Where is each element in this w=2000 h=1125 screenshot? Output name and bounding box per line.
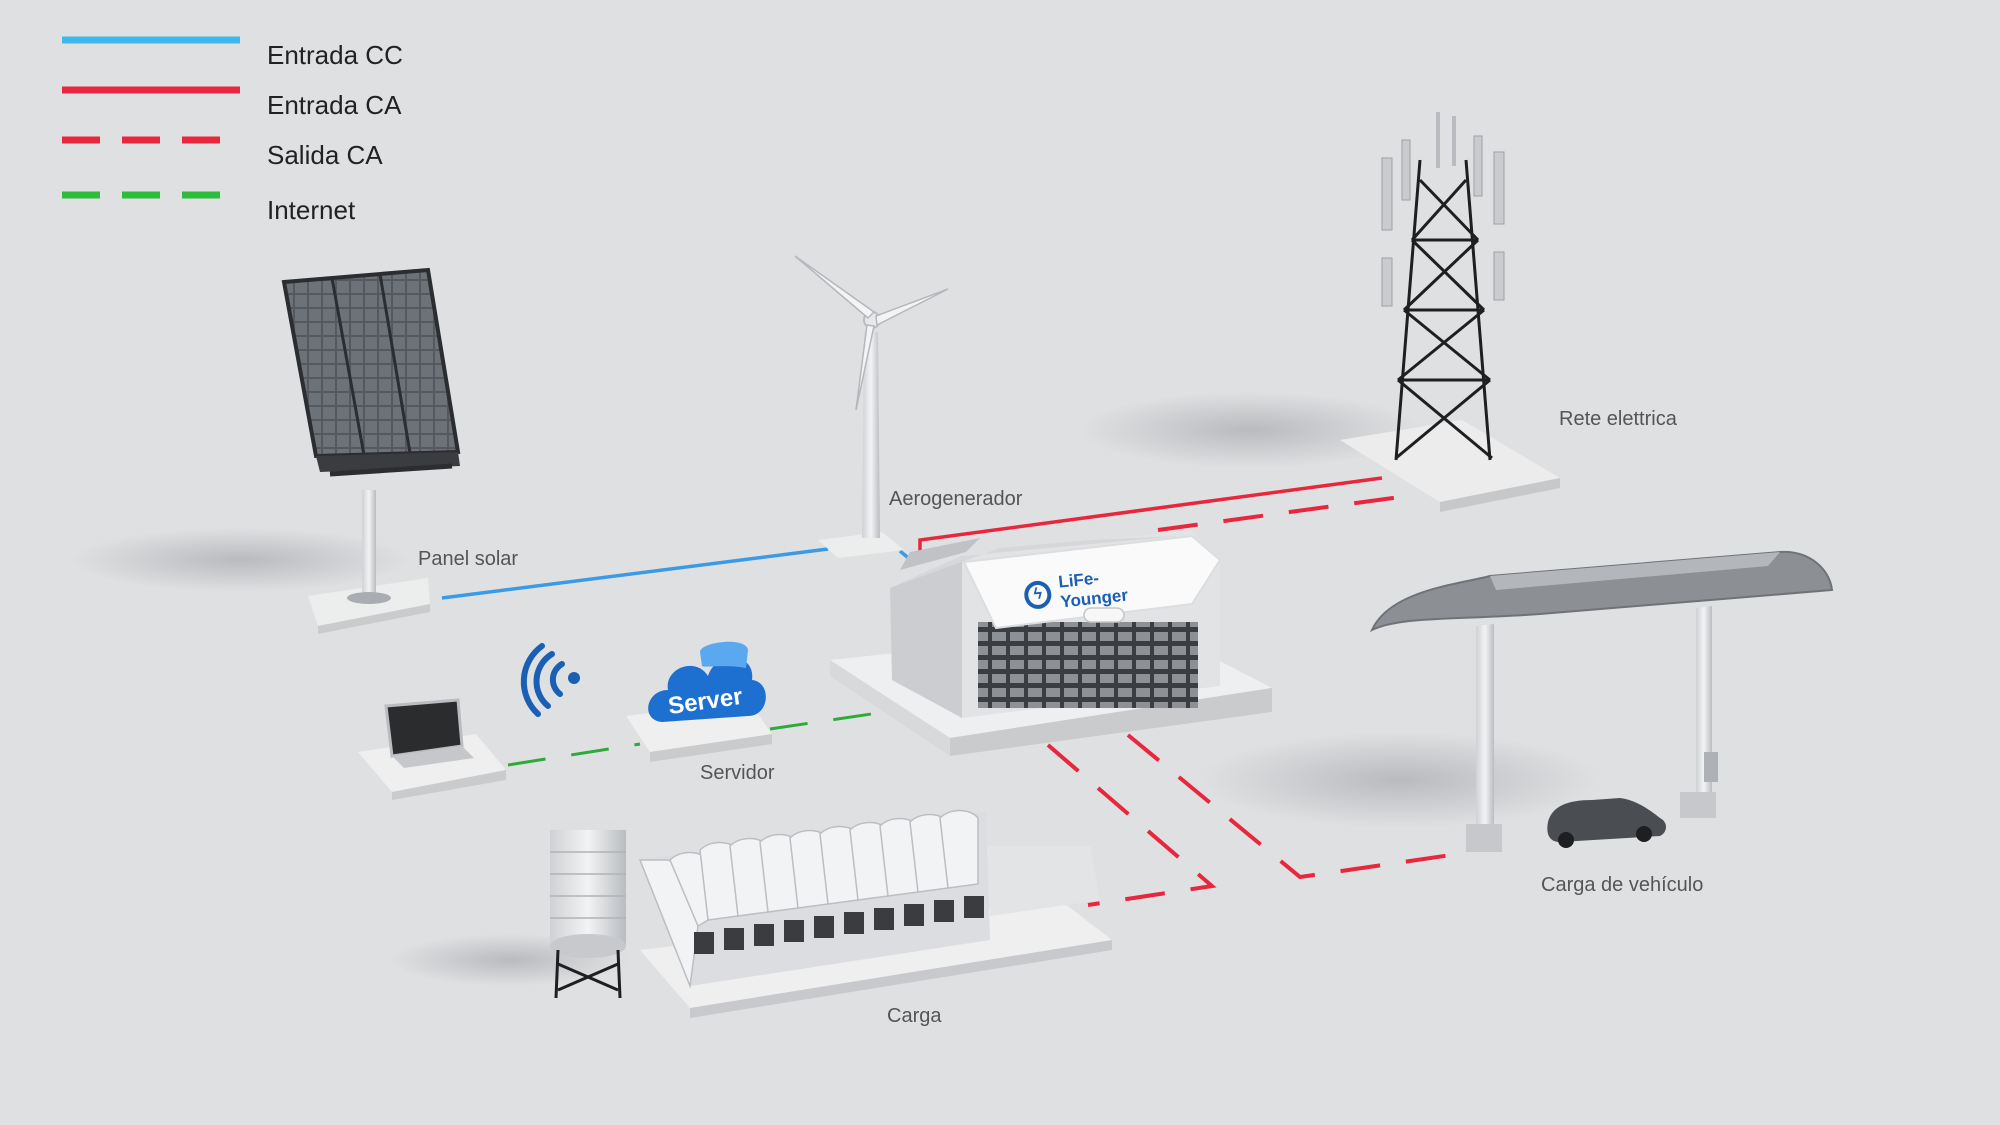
laptop-icon	[358, 698, 506, 800]
carport-shadow	[1200, 732, 1600, 828]
label-load: Carga	[887, 1005, 942, 1027]
legend-label: Internet	[267, 195, 356, 225]
car-icon	[1547, 798, 1666, 848]
battery-container-icon	[830, 530, 1272, 756]
legend-solid-red-swatch	[62, 86, 240, 94]
ac-output-lines	[1046, 495, 1459, 907]
legend-dashed-green-swatch	[62, 191, 240, 199]
tower-shadow	[1080, 392, 1420, 468]
internet-lines	[507, 711, 879, 767]
solar-panel-icon	[281, 267, 461, 634]
label-server: Servidor	[700, 762, 775, 784]
legend-solid-blue-swatch	[62, 36, 240, 44]
brand-mark-icon: ϟ	[1022, 579, 1054, 611]
factory-icon	[638, 809, 1112, 1018]
cloud-server-icon	[626, 641, 772, 762]
ac-input-line	[918, 476, 1383, 551]
label-grid: Rete elettrica	[1559, 408, 1677, 430]
legend-dashed-red-swatch	[62, 136, 240, 144]
carport-icon	[1369, 550, 1834, 852]
label-solar-panel: Panel solar	[418, 548, 519, 570]
transmission-tower-icon	[1340, 112, 1560, 512]
label-wind-turbine: Aerogenerador	[889, 488, 1023, 510]
water-tank-icon	[550, 818, 626, 999]
legend-label: Salida CA	[267, 140, 383, 170]
solar-shadow	[70, 528, 410, 592]
label-vehicle-charging: Carga de vehículo	[1541, 874, 1704, 896]
legend-label: Entrada CA	[267, 90, 402, 120]
wind-turbine-icon	[794, 255, 949, 558]
wifi-icon	[520, 643, 580, 717]
legend-label: Entrada CC	[267, 40, 403, 70]
